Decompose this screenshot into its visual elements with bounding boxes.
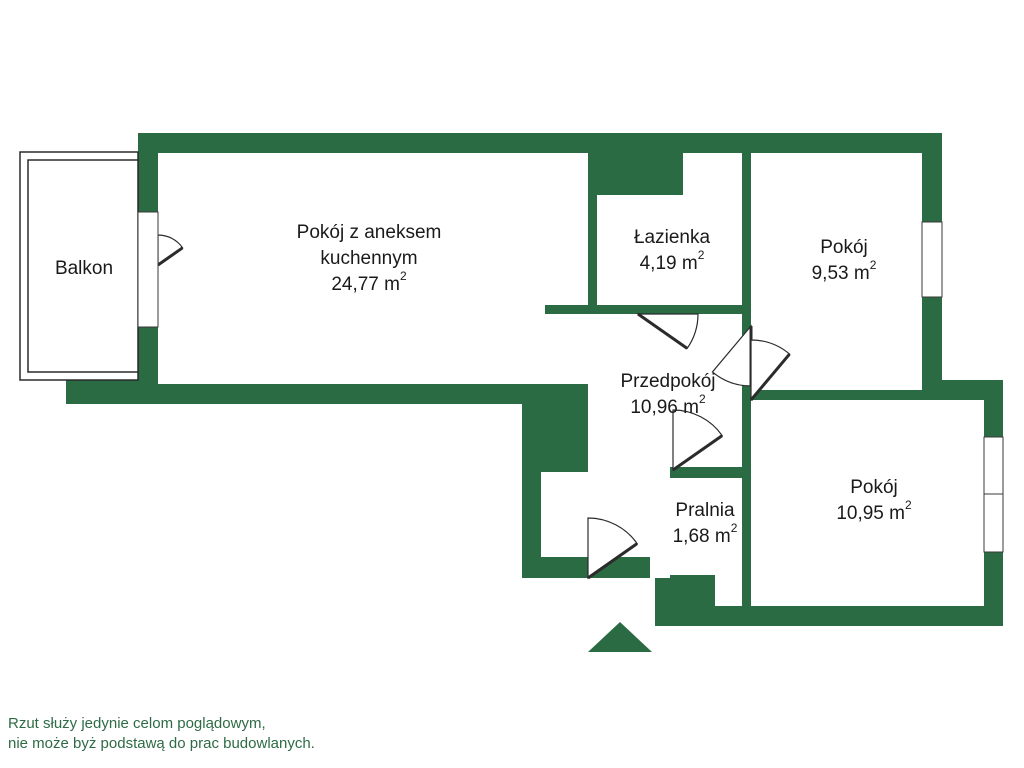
area-unit-exponent: 2	[400, 269, 407, 283]
room-label-6: Balkon	[55, 258, 113, 279]
room-living-kitchen-interior	[158, 153, 742, 384]
bathroom-door	[636, 312, 699, 350]
room-name: Pralnia	[675, 500, 735, 521]
room-bedroom-1-interior	[751, 153, 922, 390]
triangle-entrance-icon	[588, 622, 652, 652]
bedroom-1-window	[921, 221, 943, 298]
doors	[157, 234, 791, 580]
door-leaf	[587, 542, 639, 580]
disclaimer: Rzut służy jedynie celom poglądowym, nie…	[8, 714, 315, 754]
room-name: Balkon	[55, 258, 113, 279]
room-area: 4,19 m2	[640, 248, 705, 274]
room-area: 9,53 m2	[812, 258, 877, 284]
door-leaf	[637, 312, 689, 350]
room-name: Przedpokój	[620, 371, 715, 392]
area-unit-exponent: 2	[731, 521, 738, 535]
room-name: kuchennym	[320, 248, 417, 269]
area-unit-exponent: 2	[905, 498, 912, 512]
disclaimer-line-1: Rzut służy jedynie celom poglądowym,	[8, 715, 266, 732]
door-leaf	[672, 434, 724, 472]
door-leaf	[749, 353, 791, 401]
room-area: 1,68 m2	[673, 521, 738, 547]
bedroom-2-door	[749, 339, 791, 402]
room-name: Łazienka	[634, 227, 710, 248]
windows	[137, 211, 1004, 553]
door-leaf	[157, 246, 184, 267]
room-name: Pokój	[850, 477, 898, 498]
room-name: Pokój z aneksem	[297, 222, 442, 243]
disclaimer-line-2: nie może byż podstawą do prac budowlanyc…	[8, 735, 315, 752]
room-bedroom-2-interior	[751, 400, 984, 606]
room-area: 10,95 m2	[836, 498, 912, 524]
room-laundry-interior	[668, 478, 742, 606]
door-swing-arc	[636, 313, 699, 350]
entrance-door	[587, 517, 639, 580]
area-unit-exponent: 2	[699, 392, 706, 406]
balcony-door-window	[137, 211, 159, 328]
room-area: 10,96 m2	[630, 392, 706, 418]
room-interiors	[19, 151, 984, 606]
area-unit-exponent: 2	[698, 248, 705, 262]
room-bathroom-interior	[597, 153, 742, 305]
room-name: Pokój	[820, 237, 868, 258]
laundry-door	[672, 409, 724, 472]
door-swing-arc	[750, 339, 791, 402]
area-unit-exponent: 2	[870, 258, 877, 272]
room-area: 24,77 m2	[331, 269, 407, 295]
